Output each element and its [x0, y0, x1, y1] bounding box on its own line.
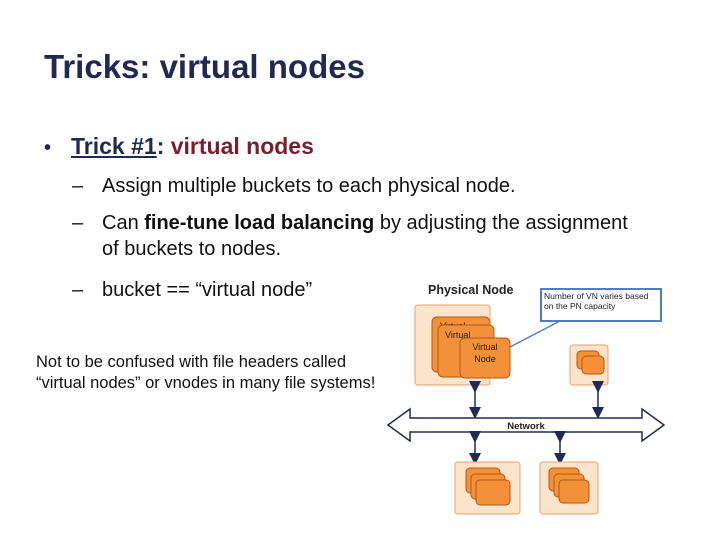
sub-bullet-assign: – Assign multiple buckets to each physic…: [72, 173, 516, 199]
sub-bullet-dash: –: [72, 279, 84, 301]
capacity-callout: Number of VN varies based on the PN capa…: [509, 288, 662, 348]
physical-node-bottom-left: [454, 461, 521, 515]
virtual-node-label: Virtual Node: [472, 342, 498, 364]
bullet-separator: :: [156, 133, 171, 159]
network-arrow: Network: [386, 407, 666, 443]
sub-bullet-bucket: – bucket == “virtual node”: [72, 277, 312, 303]
bullet-topic: virtual nodes: [170, 133, 314, 159]
physical-node-large: Virtual Virtual Virtual Node: [414, 304, 511, 386]
physical-node-bottom-right: [539, 461, 599, 515]
bullet-marker: •: [44, 137, 52, 159]
vnode-note: Not to be confused with file headers cal…: [36, 353, 376, 392]
sub-bullet-text: Assign multiple buckets to each physical…: [102, 175, 516, 197]
physical-node-small-right: [569, 344, 609, 386]
trick-label: Trick #1: [71, 133, 157, 159]
slide-title: Tricks: virtual nodes: [44, 48, 365, 85]
sub-bullet-dash: –: [72, 212, 84, 234]
virtual-node-front: [459, 337, 511, 379]
emphasis-load-balancing: fine-tune load balancing: [144, 212, 375, 234]
network-label: Network: [507, 421, 545, 432]
sub-bullet-finetune: – Can fine-tune load balancing by adjust…: [72, 210, 632, 262]
callout-text: Number of VN varies based on the PN capa…: [544, 291, 649, 311]
sub-bullet-dash: –: [72, 175, 84, 197]
sub-bullet-text: Can fine-tune load balancing by adjustin…: [102, 212, 634, 260]
virtual-back-label-2: Virtual: [445, 330, 470, 340]
physical-node-label: Physical Node: [428, 283, 513, 297]
virtual-node-diagram: Physical Node Number of VN varies based …: [386, 283, 666, 515]
main-bullet: • Trick #1 : virtual nodes: [44, 133, 314, 160]
sub-bullet-text: bucket == “virtual node”: [102, 279, 313, 301]
